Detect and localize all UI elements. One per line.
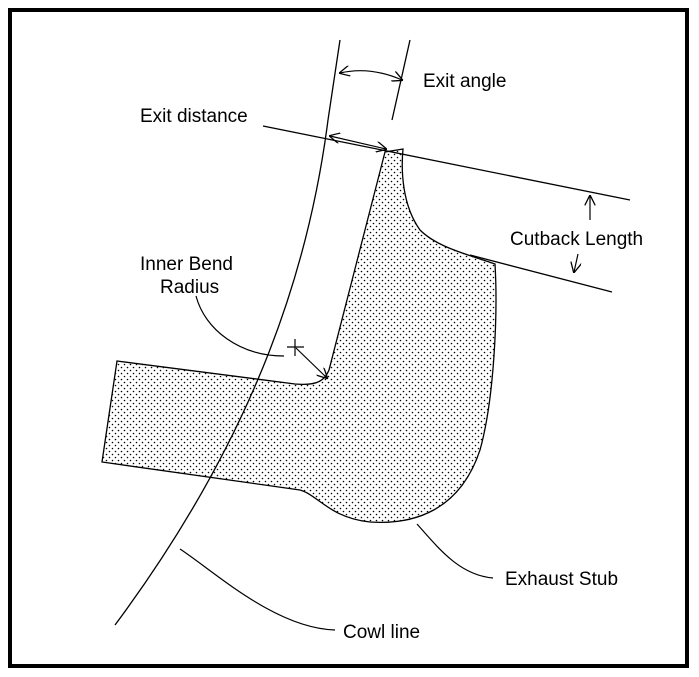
inner-bend-label-line1: Inner Bend [140, 254, 233, 275]
cowl-line [114, 119, 329, 626]
exhaust-stub-shape [101, 148, 497, 524]
exit-angle-label: Exit angle [423, 71, 506, 92]
inner-bend-radius-arrow [295, 347, 327, 378]
exit-angle-arc [340, 71, 402, 80]
cutback-lower-line [469, 254, 613, 293]
exhaust-stub-leader [416, 523, 494, 579]
inner-bend-leader [195, 295, 285, 357]
exit-distance-arrow [330, 136, 386, 149]
cutback-length-label-word1: Cutback [510, 229, 580, 250]
outer-frame [8, 8, 689, 668]
stub-outer-edge-line [327, 39, 341, 121]
cutback-arrow-lower [574, 253, 578, 272]
exit-distance-label: Exit distance [140, 106, 248, 127]
cutback-length-label-word2: Length [585, 229, 643, 250]
exhaust-stub-label: Exhaust Stub [505, 569, 618, 590]
exit-distance-line [262, 125, 631, 201]
cowl-line-label: Cowl line [343, 622, 420, 643]
cowl-line-leader [179, 548, 336, 631]
inner-bend-label-line2: Radius [160, 277, 219, 298]
